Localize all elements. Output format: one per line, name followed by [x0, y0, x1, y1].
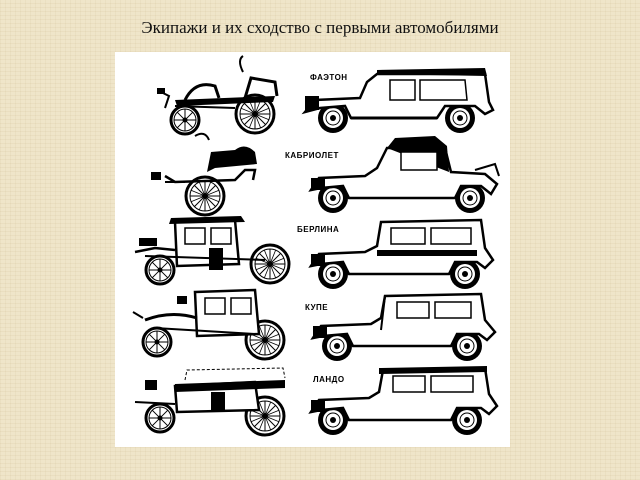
label-coupe: КУПЕ [305, 303, 328, 312]
phaeton-car [301, 68, 495, 134]
berlina-car [308, 218, 495, 290]
row-phaeton: ФАЭТОН [157, 55, 495, 136]
row-coupe: КУПЕ [132, 288, 497, 362]
landau-carriage [134, 367, 286, 437]
carriages-illustration: ФАЭТОН КАБРИОЛЕТ [132, 55, 500, 437]
illustration-panel: ФАЭТОН КАБРИОЛЕТ [115, 52, 510, 447]
label-phaeton: ФАЭТОН [310, 73, 348, 82]
label-berlina: БЕРЛИНА [297, 225, 339, 234]
phaeton-carriage [157, 55, 279, 136]
landau-car [308, 366, 499, 436]
row-landau: ЛАНДО [134, 366, 499, 437]
berlina-carriage [134, 216, 291, 286]
cabriolet-carriage [151, 132, 257, 217]
label-cabriolet: КАБРИОЛЕТ [285, 151, 339, 160]
label-landau: ЛАНДО [313, 375, 345, 384]
coupe-carriage [132, 288, 286, 361]
row-cabriolet: КАБРИОЛЕТ [151, 132, 500, 217]
coupe-car [310, 292, 497, 362]
cabriolet-car [308, 136, 500, 214]
slide-title: Экипажи и их сходство с первыми автомоби… [141, 18, 499, 37]
row-berlina: БЕРЛИНА [134, 216, 495, 290]
